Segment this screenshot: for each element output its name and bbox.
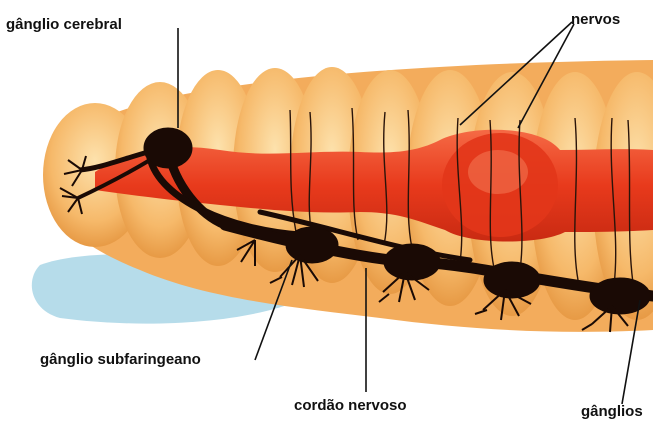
label-ganglio-cerebral: gânglio cerebral	[6, 17, 122, 32]
label-ganglios: gânglios	[581, 404, 643, 419]
label-ganglio-subfaringeano: gânglio subfaringeano	[40, 352, 201, 367]
label-nervos: nervos	[571, 12, 620, 27]
label-cordao-nervoso: cordão nervoso	[294, 398, 407, 413]
